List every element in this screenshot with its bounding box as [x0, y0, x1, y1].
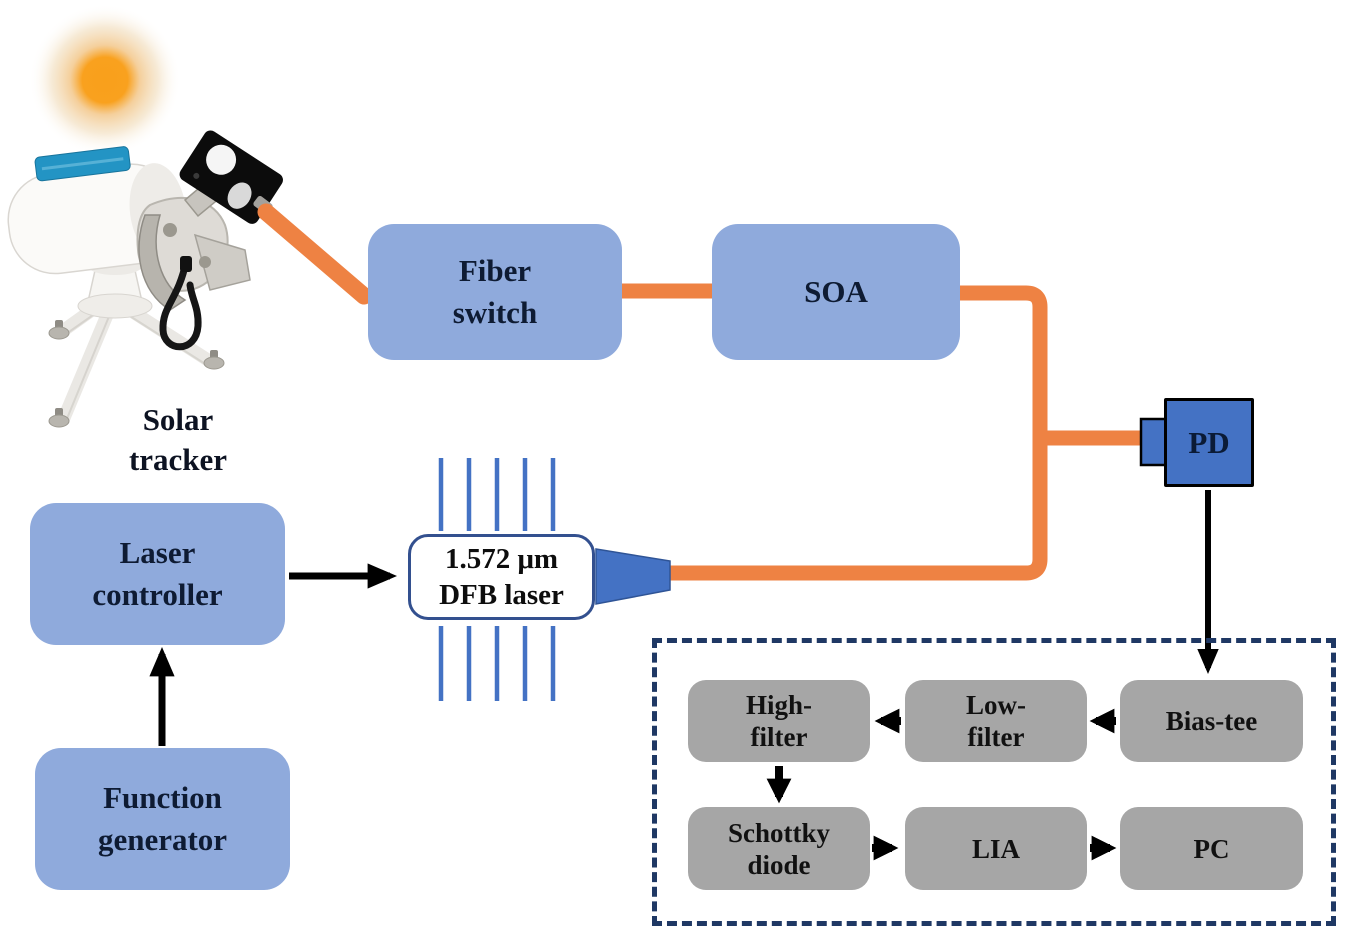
sun-icon	[29, 4, 181, 156]
receiver-electronics-group-border	[652, 638, 1336, 926]
node-pd: PD	[1164, 398, 1254, 487]
node-fiber-switch: Fiber switch	[368, 224, 622, 360]
node-low-filter: Low- filter	[905, 680, 1087, 762]
node-lia: LIA	[905, 807, 1087, 890]
node-high-filter: High- filter	[688, 680, 870, 762]
fiber-coupler-cone	[595, 548, 671, 605]
fiber-tracker-to-switch	[257, 203, 373, 305]
node-bias-tee: Bias-tee	[1120, 680, 1303, 762]
node-soa: SOA	[712, 224, 960, 360]
node-pc: PC	[1120, 807, 1303, 890]
node-laser-controller: Laser controller	[30, 503, 285, 645]
node-schottky-diode: Schottky diode	[688, 807, 870, 890]
node-dfb-laser: 1.572 μm DFB laser	[408, 534, 595, 620]
solar-tracker-image	[7, 130, 283, 428]
node-function-generator: Function generator	[35, 748, 290, 890]
pd-input-tab	[1139, 417, 1168, 467]
solar-tracker-label: Solar tracker	[128, 402, 228, 477]
dfb-grating-lines	[438, 458, 556, 701]
optical-fiber-lines	[257, 203, 1148, 581]
